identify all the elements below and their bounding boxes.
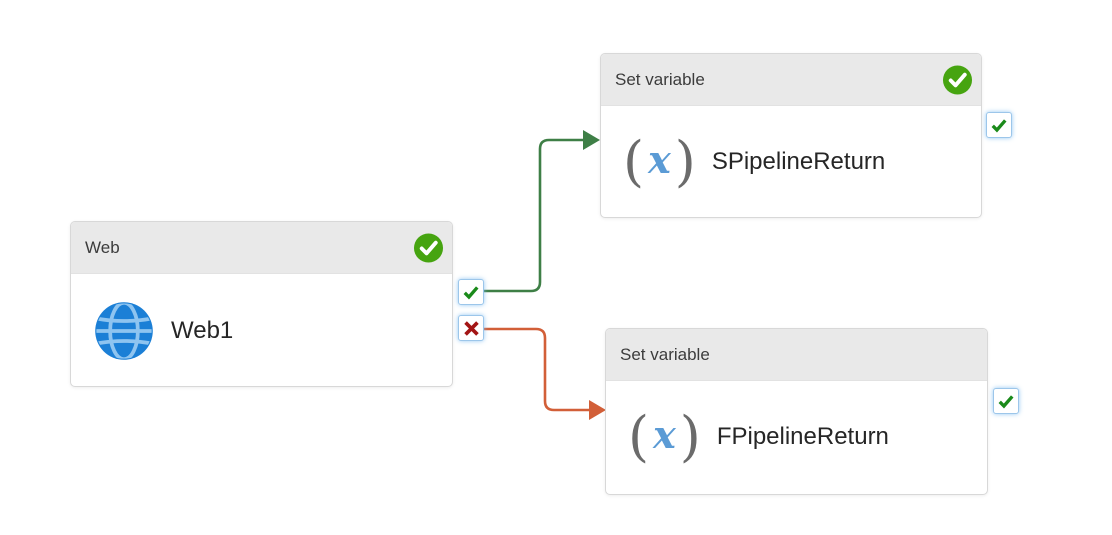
activity-name: Web1 (171, 316, 234, 344)
activity-header: Set variable (601, 54, 981, 106)
spipelinereturn-success-port[interactable] (986, 112, 1012, 138)
activity-node-fpipelinereturn[interactable]: Set variable ( x ) FPipelineReturn (605, 328, 988, 495)
activity-name: FPipelineReturn (716, 423, 889, 450)
failure-arrowhead (589, 400, 606, 420)
web1-failure-port[interactable] (458, 315, 484, 341)
success-connector[interactable] (484, 130, 600, 293)
activity-node-web1[interactable]: Web (70, 221, 453, 387)
activity-header: Web (71, 222, 452, 274)
variable-x-icon: ( x ) (628, 404, 701, 468)
cross-icon (463, 320, 479, 336)
check-icon (998, 395, 1014, 409)
activity-header: Set variable (606, 329, 987, 381)
check-icon (463, 286, 479, 300)
activity-body: Web1 (71, 274, 452, 387)
globe-icon (93, 300, 155, 362)
web1-success-port[interactable] (458, 279, 484, 305)
failure-connector[interactable] (484, 327, 606, 420)
status-succeeded-badge (413, 232, 444, 263)
activity-type-label: Web (85, 237, 120, 257)
status-succeeded-badge (942, 64, 973, 95)
activity-body: ( x ) SPipelineReturn (601, 106, 981, 218)
fpipelinereturn-success-port[interactable] (993, 388, 1019, 414)
activity-body: ( x ) FPipelineReturn (606, 381, 987, 493)
activity-type-label: Set variable (620, 344, 710, 364)
variable-x-icon: ( x ) (623, 129, 696, 193)
check-icon (991, 119, 1007, 133)
activity-node-spipelinereturn[interactable]: Set variable ( x ) SPipelineReturn (600, 53, 982, 218)
activity-name: SPipelineReturn (711, 148, 886, 175)
activity-type-label: Set variable (615, 69, 705, 89)
success-arrowhead (583, 130, 600, 150)
